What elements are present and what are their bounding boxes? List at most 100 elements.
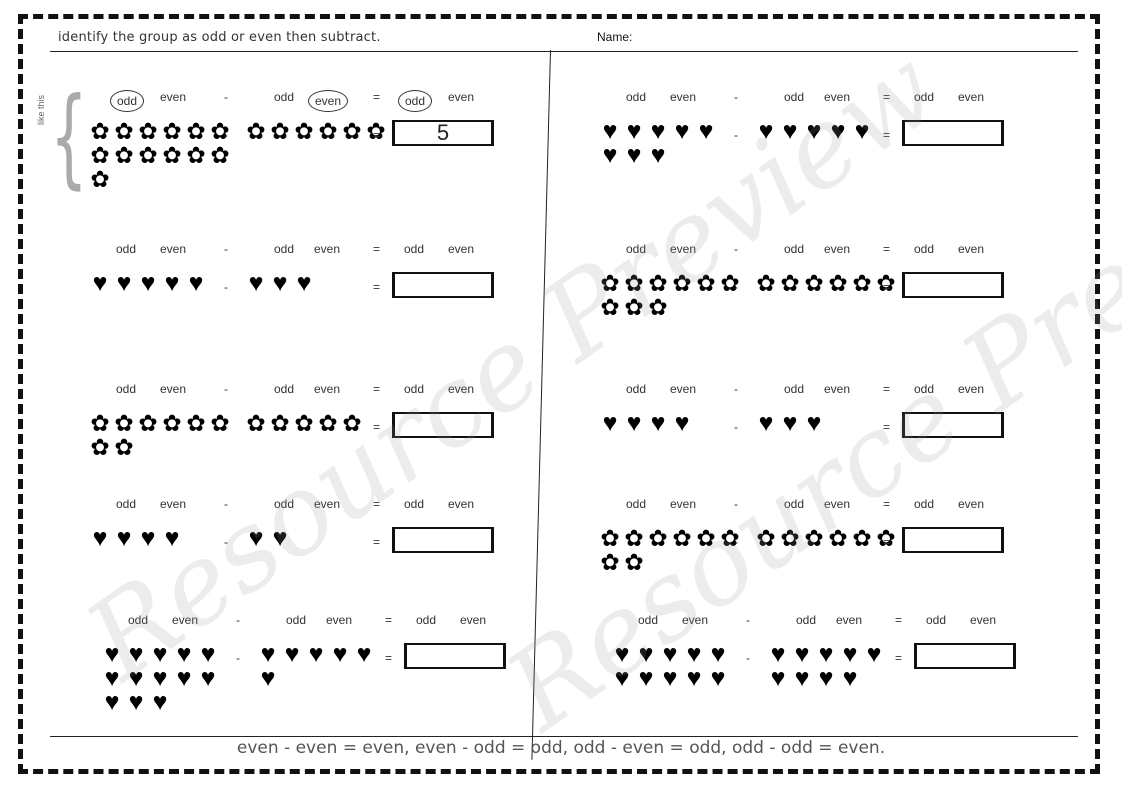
second-group-odd-option[interactable]: odd bbox=[784, 90, 805, 104]
flower-icon: ✿ bbox=[876, 270, 896, 296]
heart-icon: ♥ bbox=[164, 269, 180, 297]
flower-icon: ✿ bbox=[318, 118, 338, 144]
answer-box[interactable] bbox=[902, 527, 1004, 553]
equals-sign: = bbox=[883, 128, 891, 142]
first-group-odd-option[interactable]: odd bbox=[626, 90, 647, 104]
answer-box[interactable] bbox=[902, 272, 1004, 298]
heart-icon: ♥ bbox=[614, 664, 630, 692]
first-group-even-option[interactable]: even bbox=[172, 613, 199, 627]
heart-icon: ♥ bbox=[200, 664, 216, 692]
heart-icon: ♥ bbox=[686, 664, 702, 692]
difference-even-option[interactable]: even bbox=[448, 242, 475, 256]
second-group-odd-option[interactable]: odd bbox=[274, 242, 295, 256]
equals-sign-label: = bbox=[883, 242, 891, 256]
second-group-odd-option[interactable]: odd bbox=[784, 497, 805, 511]
second-group-even-option[interactable]: even bbox=[836, 613, 863, 627]
flower-icon: ✿ bbox=[696, 270, 716, 296]
difference-odd-option[interactable]: odd bbox=[914, 382, 935, 396]
difference-odd-option[interactable]: odd bbox=[914, 242, 935, 256]
second-group-odd-option[interactable]: odd bbox=[274, 382, 295, 396]
flower-icon: ✿ bbox=[270, 118, 290, 144]
difference-even-option[interactable]: even bbox=[460, 613, 487, 627]
flower-icon: ✿ bbox=[186, 410, 206, 436]
first-group-even-option[interactable]: even bbox=[160, 90, 187, 104]
first-group-odd-option[interactable]: odd bbox=[626, 382, 647, 396]
first-group-even-option[interactable]: even bbox=[670, 242, 697, 256]
answer-box[interactable] bbox=[404, 643, 506, 669]
first-group-even-option[interactable]: even bbox=[670, 382, 697, 396]
second-group-odd-option[interactable]: odd bbox=[796, 613, 817, 627]
answer-box[interactable]: 5 bbox=[392, 120, 494, 146]
first-group-odd-option[interactable]: odd bbox=[116, 382, 137, 396]
first-group-odd-option[interactable]: odd bbox=[128, 613, 149, 627]
flower-icon: ✿ bbox=[138, 118, 158, 144]
second-group-even-option[interactable]: even bbox=[314, 242, 341, 256]
difference-odd-option[interactable]: odd bbox=[914, 497, 935, 511]
flower-icon: ✿ bbox=[624, 294, 644, 320]
difference-odd-option[interactable]: odd bbox=[926, 613, 947, 627]
answer-box[interactable] bbox=[902, 412, 1004, 438]
difference-even-option[interactable]: even bbox=[970, 613, 997, 627]
first-group-odd-option[interactable]: odd bbox=[626, 242, 647, 256]
first-group-odd-option[interactable]: odd bbox=[626, 497, 647, 511]
difference-odd-option[interactable]: odd bbox=[416, 613, 437, 627]
second-group-even-option[interactable]: even bbox=[314, 382, 341, 396]
second-group-even-option[interactable]: even bbox=[314, 497, 341, 511]
difference-odd-option[interactable]: odd bbox=[404, 497, 425, 511]
first-group-odd-option[interactable]: odd bbox=[116, 242, 137, 256]
name-label[interactable]: Name: bbox=[597, 30, 633, 44]
second-group-even-option[interactable]: even bbox=[308, 90, 349, 112]
flower-icon: ✿ bbox=[90, 142, 110, 168]
first-group-even-option[interactable]: even bbox=[670, 90, 697, 104]
difference-even-option[interactable]: even bbox=[448, 497, 475, 511]
flower-icon: ✿ bbox=[828, 525, 848, 551]
difference-odd-option[interactable]: odd bbox=[404, 382, 425, 396]
flower-icon: ✿ bbox=[648, 270, 668, 296]
difference-even-option[interactable]: even bbox=[958, 242, 985, 256]
difference-odd-option[interactable]: odd bbox=[914, 90, 935, 104]
second-group-even-option[interactable]: even bbox=[326, 613, 353, 627]
answer-box[interactable] bbox=[914, 643, 1016, 669]
second-group-odd-option[interactable]: odd bbox=[286, 613, 307, 627]
flower-icon: ✿ bbox=[138, 410, 158, 436]
answer-box[interactable] bbox=[392, 412, 494, 438]
equals-sign: = bbox=[883, 535, 891, 549]
heart-icon: ♥ bbox=[710, 664, 726, 692]
answer-box[interactable] bbox=[392, 527, 494, 553]
first-group-odd-option[interactable]: odd bbox=[638, 613, 659, 627]
second-group-odd-option[interactable]: odd bbox=[274, 497, 295, 511]
first-group-even-option[interactable]: even bbox=[160, 242, 187, 256]
first-group-even-option[interactable]: even bbox=[160, 382, 187, 396]
heart-icon: ♥ bbox=[758, 117, 774, 145]
first-group-even-option[interactable]: even bbox=[160, 497, 187, 511]
heart-icon: ♥ bbox=[830, 117, 846, 145]
second-group-odd-option[interactable]: odd bbox=[274, 90, 295, 104]
answer-box[interactable] bbox=[902, 120, 1004, 146]
second-group-even-option[interactable]: even bbox=[824, 382, 851, 396]
heart-icon: ♥ bbox=[356, 640, 372, 668]
second-group-odd-option[interactable]: odd bbox=[784, 382, 805, 396]
first-group-even-option[interactable]: even bbox=[670, 497, 697, 511]
heart-icon: ♥ bbox=[770, 640, 786, 668]
difference-even-option[interactable]: even bbox=[448, 90, 475, 104]
minus-sign: - bbox=[746, 651, 750, 665]
difference-even-option[interactable]: even bbox=[958, 90, 985, 104]
difference-even-option[interactable]: even bbox=[448, 382, 475, 396]
difference-odd-option[interactable]: odd bbox=[398, 90, 433, 112]
difference-even-option[interactable]: even bbox=[958, 382, 985, 396]
flower-icon: ✿ bbox=[780, 525, 800, 551]
second-group-even-option[interactable]: even bbox=[824, 90, 851, 104]
heart-icon: ♥ bbox=[794, 664, 810, 692]
header-rule bbox=[50, 51, 1078, 52]
answer-box[interactable] bbox=[392, 272, 494, 298]
difference-even-option[interactable]: even bbox=[958, 497, 985, 511]
first-group-odd-option[interactable]: odd bbox=[116, 497, 137, 511]
second-group-even-option[interactable]: even bbox=[824, 497, 851, 511]
heart-icon: ♥ bbox=[116, 269, 132, 297]
second-group-even-option[interactable]: even bbox=[824, 242, 851, 256]
first-group-odd-option[interactable]: odd bbox=[110, 90, 145, 112]
difference-odd-option[interactable]: odd bbox=[404, 242, 425, 256]
heart-icon: ♥ bbox=[284, 640, 300, 668]
first-group-even-option[interactable]: even bbox=[682, 613, 709, 627]
second-group-odd-option[interactable]: odd bbox=[784, 242, 805, 256]
